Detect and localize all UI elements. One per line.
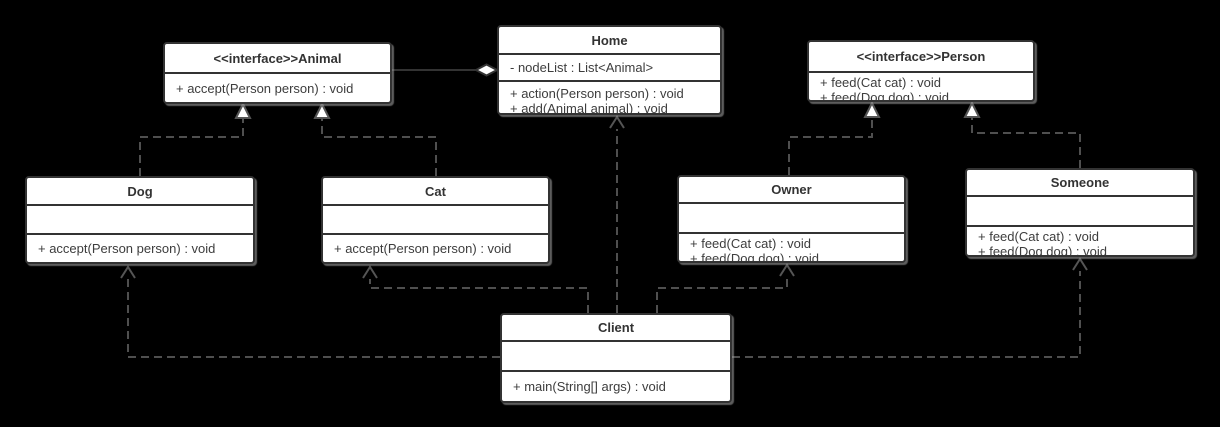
class-box-home[interactable]: Home - nodeList : List<Animal> + action(…	[497, 25, 722, 115]
open-arrow-icon	[362, 265, 378, 279]
class-attributes	[967, 197, 1193, 227]
class-methods: + feed(Cat cat) : void + feed(Dog dog) :…	[809, 73, 1033, 100]
class-box-someone[interactable]: Someone + feed(Cat cat) : void + feed(Do…	[965, 168, 1195, 257]
class-title: Someone	[967, 170, 1193, 197]
dependency-client-someone[interactable]	[732, 271, 1081, 358]
method-item: + accept(Person person) : void	[334, 241, 512, 256]
class-methods: + action(Person person) : void + add(Ani…	[499, 82, 720, 113]
class-title: Client	[502, 315, 730, 342]
realization-dog-animal[interactable]	[139, 118, 244, 176]
hollow-diamond-icon	[473, 63, 500, 77]
class-title: Cat	[323, 178, 548, 206]
class-attributes	[27, 206, 253, 235]
method-item: + feed(Dog dog) : void	[820, 90, 949, 100]
class-box-animal[interactable]: <<interface>>Animal + accept(Person pers…	[163, 42, 392, 104]
dependency-client-cat[interactable]	[369, 279, 589, 313]
hollow-triangle-icon	[963, 100, 981, 118]
hollow-triangle-icon	[313, 101, 331, 119]
attribute-item: - nodeList : List<Animal>	[510, 60, 654, 75]
open-arrow-icon	[779, 263, 795, 277]
class-attributes	[679, 204, 904, 234]
class-title: Dog	[27, 178, 253, 206]
open-arrow-icon	[120, 265, 136, 279]
method-item: + feed(Cat cat) : void	[690, 236, 812, 251]
class-box-owner[interactable]: Owner + feed(Cat cat) : void + feed(Dog …	[677, 175, 906, 263]
class-title: Home	[499, 27, 720, 55]
open-arrow-icon	[1072, 257, 1088, 271]
method-item: + action(Person person) : void	[510, 86, 684, 101]
realization-cat-animal[interactable]	[321, 118, 437, 176]
class-title: <<interface>>Animal	[165, 44, 390, 74]
class-attributes	[502, 342, 730, 372]
class-methods: + feed(Cat cat) : void + feed(Dog dog) :…	[679, 234, 904, 261]
method-item: + main(String[] args) : void	[513, 379, 666, 394]
method-item: + add(Animal animal) : void	[510, 101, 668, 113]
class-title: Owner	[679, 177, 904, 204]
class-attributes	[323, 206, 548, 235]
hollow-triangle-icon	[234, 101, 252, 119]
dependency-client-owner[interactable]	[656, 277, 788, 313]
open-arrow-icon	[609, 115, 625, 129]
class-title: <<interface>>Person	[809, 42, 1033, 73]
method-item: + feed(Dog dog) : void	[978, 244, 1107, 255]
class-box-person[interactable]: <<interface>>Person + feed(Cat cat) : vo…	[807, 40, 1035, 102]
method-item: + feed(Dog dog) : void	[690, 251, 819, 261]
class-box-cat[interactable]: Cat + accept(Person person) : void	[321, 176, 550, 264]
class-methods: + accept(Person person) : void	[27, 235, 253, 262]
realization-owner-person[interactable]	[788, 117, 873, 175]
method-item: + accept(Person person) : void	[38, 241, 216, 256]
method-item: + feed(Cat cat) : void	[820, 75, 942, 90]
class-methods: + accept(Person person) : void	[323, 235, 548, 262]
hollow-triangle-icon	[863, 100, 881, 118]
class-methods: + main(String[] args) : void	[502, 372, 730, 401]
class-attributes: - nodeList : List<Animal>	[499, 55, 720, 82]
class-methods: + accept(Person person) : void	[165, 74, 390, 102]
method-item: + accept(Person person) : void	[176, 80, 354, 96]
class-box-dog[interactable]: Dog + accept(Person person) : void	[25, 176, 255, 264]
class-box-client[interactable]: Client + main(String[] args) : void	[500, 313, 732, 403]
dependency-client-dog[interactable]	[127, 279, 500, 358]
method-item: + feed(Cat cat) : void	[978, 229, 1100, 244]
class-methods: + feed(Cat cat) : void + feed(Dog dog) :…	[967, 227, 1193, 255]
realization-someone-person[interactable]	[971, 117, 1081, 168]
